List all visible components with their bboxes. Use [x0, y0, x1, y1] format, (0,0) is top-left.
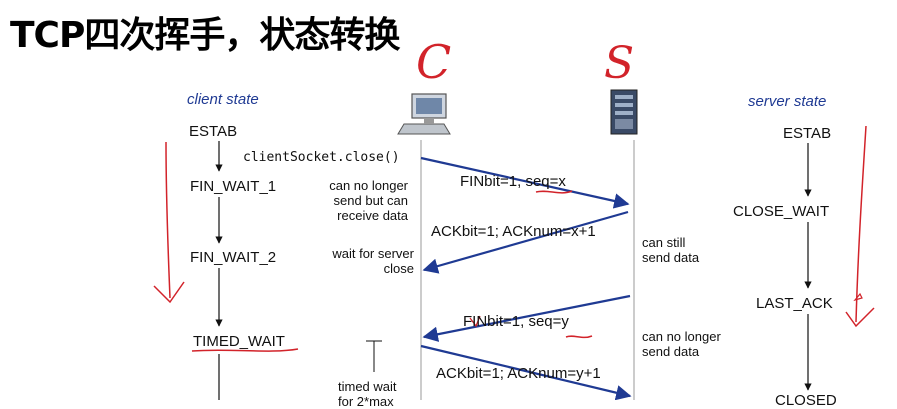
client-state-fin-wait-1: FIN_WAIT_1	[190, 178, 277, 195]
close-call-label: clientSocket.close()	[243, 150, 400, 165]
server-state-last-ack: LAST_ACK	[756, 295, 833, 312]
handwritten-c: C	[416, 35, 451, 89]
message-label-fin-server: FINbit=1, seq=y	[463, 313, 569, 330]
server-state-close-wait: CLOSE_WAIT	[733, 203, 830, 220]
message-arrow-ack-server	[422, 210, 629, 274]
note-fin-wait-2: wait for server close	[332, 246, 414, 276]
annotation-client-down-arrow	[165, 141, 171, 299]
annotation-underline-seq-y	[565, 335, 593, 339]
message-arrow-fin-client	[420, 156, 630, 209]
server-icon	[610, 89, 638, 135]
message-label-fin-client: FINbit=1, seq=x	[460, 173, 566, 190]
handwritten-s: S	[604, 38, 634, 89]
client-state-estab: ESTAB	[189, 123, 238, 140]
message-arrow-fin-server	[422, 294, 631, 342]
annotation-underline-timed-wait	[191, 348, 299, 352]
message-label-ack-client: ACKbit=1; ACKnum=y+1	[436, 365, 601, 382]
client-state-fin-wait-2: FIN_WAIT_2	[190, 249, 277, 266]
server-state-closed: CLOSED	[775, 392, 837, 409]
client-state-timed-wait: TIMED_WAIT	[193, 333, 285, 350]
annotation-client-arrowhead	[153, 281, 185, 304]
note-close-wait: can still send data	[642, 235, 700, 265]
server-state-heading: server state	[748, 93, 827, 110]
note-timed-wait: timed wait for 2*max	[338, 379, 397, 409]
annotation-server-down-arrow	[855, 125, 867, 323]
annotation-underline-seq-x	[535, 190, 573, 194]
client-state-heading: client state	[187, 91, 259, 108]
computer-icon	[397, 93, 451, 135]
message-arrow-ack-client	[420, 344, 632, 400]
note-fin-wait-1: can no longer send but can receive data	[329, 178, 408, 223]
diagram-canvas: C S	[153, 35, 875, 400]
server-state-estab: ESTAB	[783, 125, 832, 142]
annotation-tick-fin	[469, 315, 481, 328]
message-label-ack-server: ACKbit=1; ACKnum=x+1	[431, 223, 596, 240]
annotation-mark-small	[853, 292, 863, 302]
annotation-server-arrowhead	[845, 307, 875, 328]
page-title: TCP四次挥手，状态转换	[10, 15, 400, 56]
note-last-ack: can no longer send data	[642, 329, 721, 359]
